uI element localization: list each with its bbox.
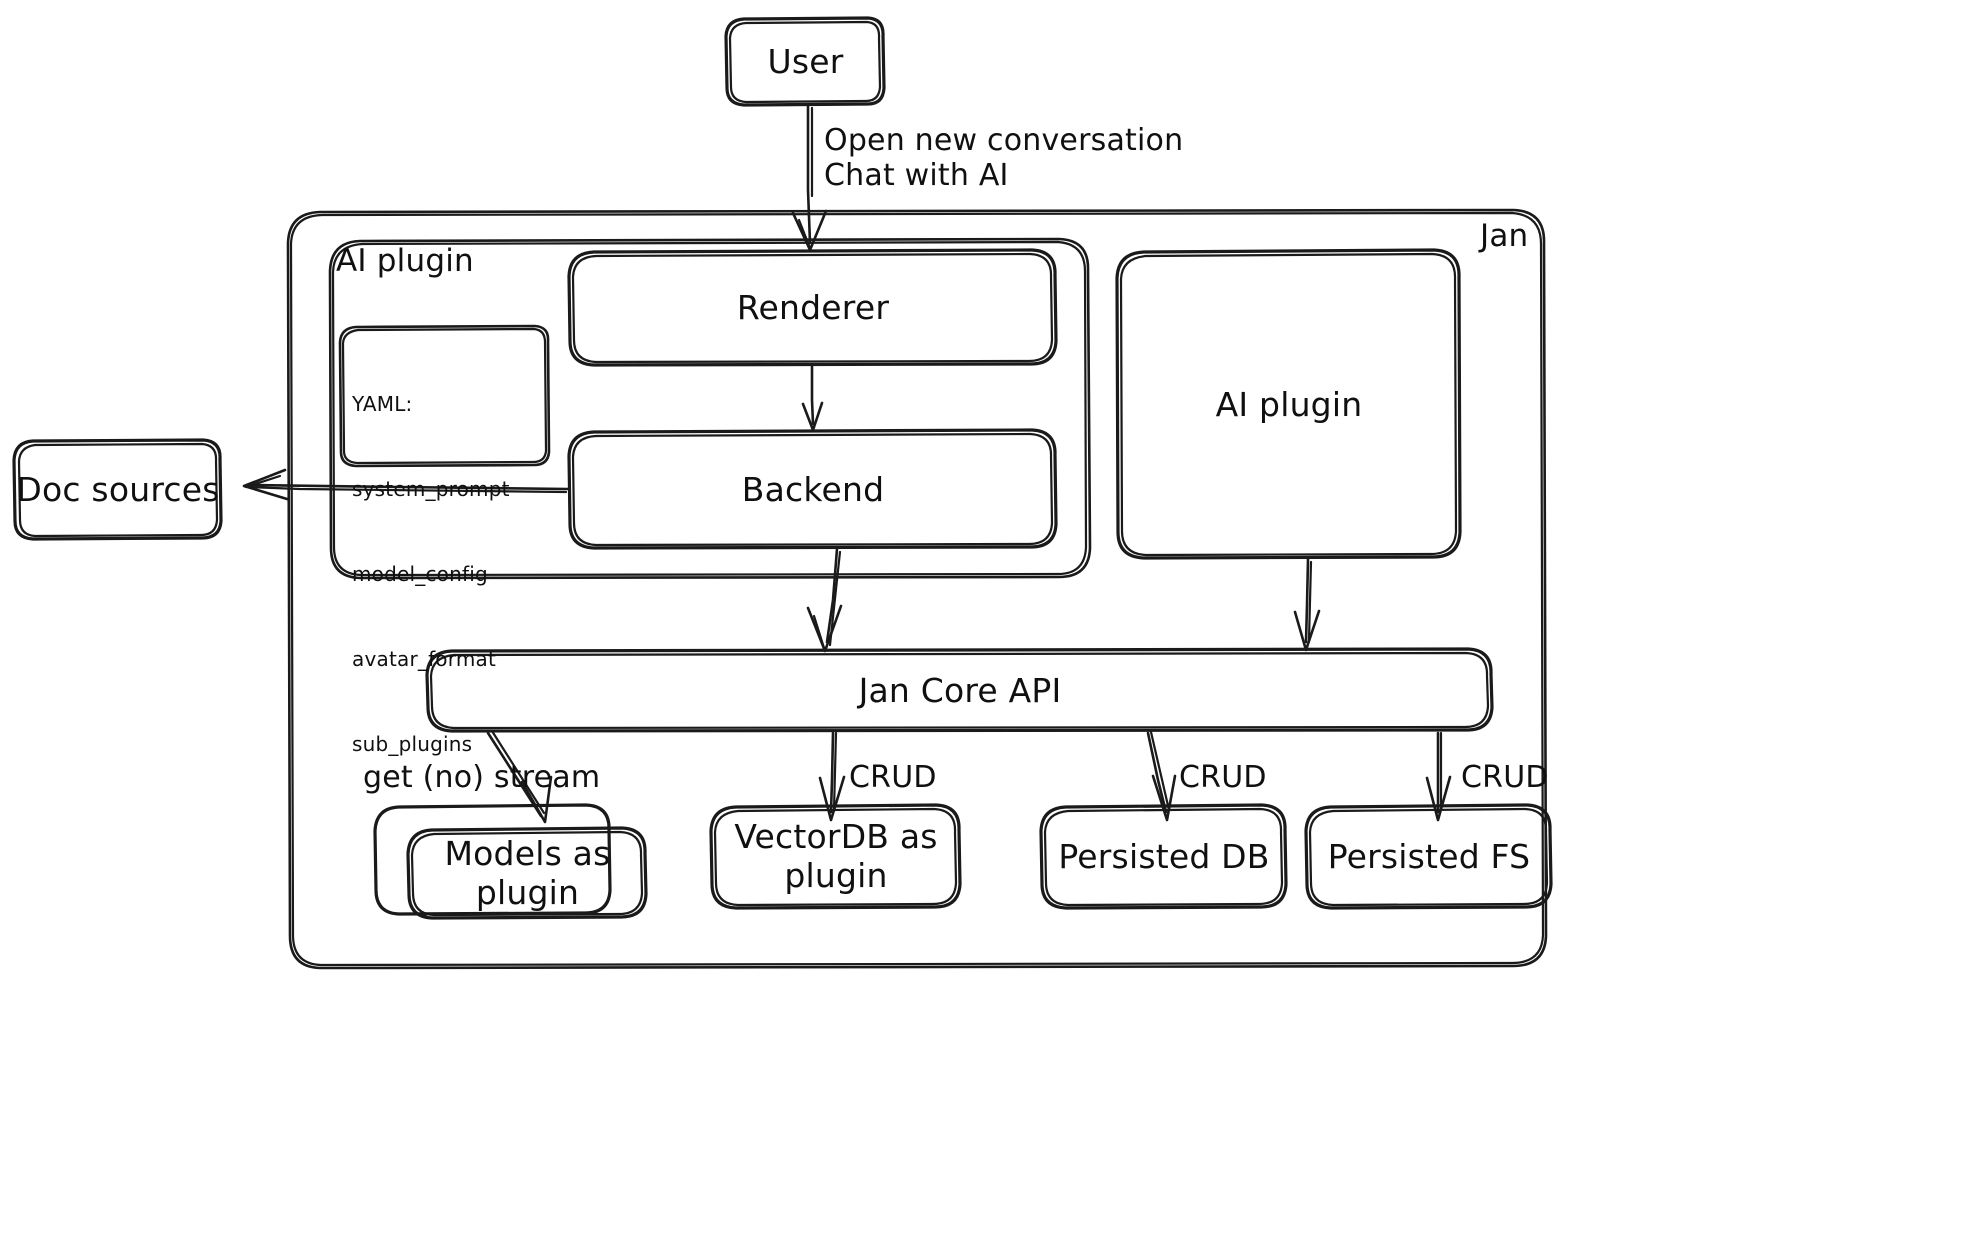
edge-backend-to-doc-sources xyxy=(242,468,571,501)
models-plugin-node-label[interactable]: Models as plugin xyxy=(444,834,611,912)
edge-api-to-persisted-db xyxy=(1146,730,1177,822)
yaml-note-item-3: sub_plugins xyxy=(352,732,473,757)
edge-ai-plugin-to-core-api xyxy=(1293,557,1321,652)
edge-label-api-to-vectordb: CRUD xyxy=(849,760,937,795)
outer-container-shape xyxy=(286,208,1548,970)
yaml-note-heading: YAML: xyxy=(352,391,413,416)
persisted-fs-node-label[interactable]: Persisted FS xyxy=(1327,836,1531,876)
edge-label-api-to-models: get (no) stream xyxy=(363,760,601,795)
ai-plugin-node-label[interactable]: AI plugin xyxy=(1215,384,1363,424)
user-node-label[interactable]: User xyxy=(767,41,844,81)
yaml-note-shape xyxy=(338,324,551,468)
ai-plugin-node-shape xyxy=(1115,248,1462,560)
backend-node-shape xyxy=(567,428,1058,550)
renderer-node-label[interactable]: Renderer xyxy=(736,288,890,328)
edge-user-to-renderer xyxy=(791,104,828,252)
persisted-db-node-shape xyxy=(1039,803,1288,910)
yaml-note-item-0: system_prompt xyxy=(352,476,510,501)
yaml-note: YAML: system_prompt model_config avatar_… xyxy=(352,333,542,816)
backend-node-label[interactable]: Backend xyxy=(741,469,885,509)
jan-core-api-node-label[interactable]: Jan Core API xyxy=(858,670,1062,710)
persisted-fs-node-shape xyxy=(1304,803,1553,910)
user-node-shape xyxy=(724,16,886,107)
persisted-db-node-label[interactable]: Persisted DB xyxy=(1058,836,1270,876)
edge-api-to-vectordb xyxy=(818,731,846,822)
doc-sources-node-shape xyxy=(12,438,223,541)
jan-core-api-node-shape xyxy=(425,647,1494,733)
ai-plugin-group-shape xyxy=(328,237,1092,580)
edge-api-to-persisted-fs xyxy=(1425,731,1452,822)
edge-label-api-to-persisted-db: CRUD xyxy=(1179,760,1267,795)
renderer-node-shape xyxy=(567,248,1058,367)
edge-backend-to-core-api xyxy=(806,547,843,653)
yaml-note-item-2: avatar_format xyxy=(352,647,496,672)
edge-label-api-to-persisted-fs: CRUD xyxy=(1461,760,1549,795)
doc-sources-node-label[interactable]: Doc sources xyxy=(16,469,220,509)
models-plugin-node-shape xyxy=(373,803,648,920)
vectordb-plugin-node-label[interactable]: VectorDB as plugin xyxy=(734,817,938,895)
edge-renderer-to-backend xyxy=(801,364,824,432)
ai-plugin-group-label: AI plugin xyxy=(336,243,474,279)
edge-label-user-to-renderer: Open new conversation Chat with AI xyxy=(824,123,1184,194)
yaml-note-item-1: model_config xyxy=(352,562,488,587)
vectordb-plugin-node-shape xyxy=(709,803,962,910)
outer-container-label: Jan xyxy=(1480,218,1529,254)
